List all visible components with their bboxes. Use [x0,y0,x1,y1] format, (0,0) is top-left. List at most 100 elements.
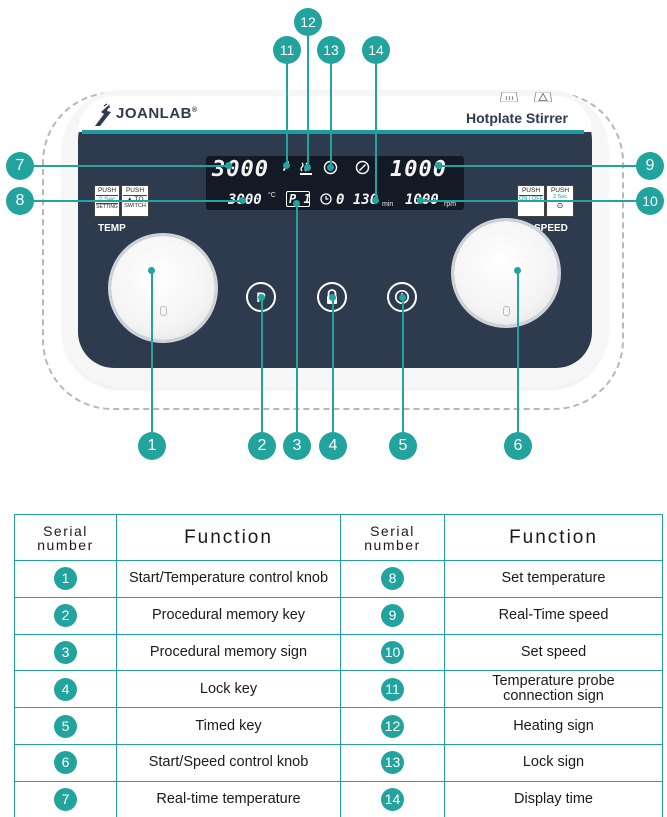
serial-number-cell: 13 [340,743,445,782]
serial-number-badge: 1 [54,567,77,591]
callout-9: 9 [636,152,664,180]
header-accent-line [82,130,584,134]
callout-10: 10 [636,187,664,215]
function-cell: Set speed [444,633,663,672]
leader-line-9 [438,165,638,167]
leader-line-10 [420,200,638,202]
callout-8: 8 [6,187,34,215]
serial-number-badge: 8 [381,567,404,591]
speed-knob-marker [503,306,510,316]
function-cell: Set temperature [444,560,663,598]
serial-number-cell: 3 [14,633,117,672]
set-speed-unit: rpm [444,201,457,208]
function-cell: Procedural memory key [116,596,341,635]
callout-7: 7 [6,152,34,180]
serial-number-cell: 9 [340,596,445,635]
table-row: 5 Timed key 12 Heating sign [14,707,663,745]
temperature-control-knob[interactable] [111,236,215,340]
callout-2: 2 [248,432,276,460]
serial-number-badge: 2 [54,604,77,628]
leader-line-13 [330,62,332,166]
leader-dot-7 [225,162,232,169]
hot-surface-warning-icon [500,92,518,102]
clock-icon [320,193,332,205]
header-function-2: Function [444,514,663,561]
joanlab-logo-icon [95,103,111,126]
leader-line-4 [332,297,334,432]
leader-dot-2 [258,294,265,301]
leader-dot-1 [148,267,155,274]
time-unit: min [382,201,394,208]
stir-sign-icon [355,160,370,175]
callout-6: 6 [504,432,532,460]
function-cell: Start/Temperature control knob [116,560,341,598]
serial-number-cell: 7 [14,780,117,817]
header-serial-number-2: Serial number [340,514,445,561]
serial-number-cell: 2 [14,596,117,635]
header-function: Function [116,514,341,561]
serial-number-badge: 7 [54,788,77,812]
function-cell: Lock sign [444,743,663,782]
serial-number-badge: 12 [381,714,404,738]
callout-3: 3 [283,432,311,460]
serial-number-cell: 14 [340,780,445,817]
leader-line-8 [32,200,242,202]
leader-dot-13 [327,164,334,171]
function-cell: Temperature probe connection sign [444,670,663,709]
panel-header [78,96,592,132]
serial-number-cell: 8 [340,560,445,598]
real-speed-readout: 1000 [390,157,447,182]
leader-line-1 [151,270,153,432]
leader-line-3 [296,203,298,432]
leader-dot-5 [399,294,406,301]
callout-12: 12 [294,8,322,36]
leader-dot-4 [329,294,336,301]
leader-dot-12 [304,164,311,171]
serial-number-cell: 1 [14,560,117,598]
speed-label: SPEED [534,223,568,234]
real-temperature-readout: 3000 [212,157,269,182]
serial-number-badge: 13 [381,751,404,775]
speed-control-knob[interactable] [454,221,558,325]
callout-13: 13 [317,36,345,64]
leader-dot-3 [293,200,300,207]
function-cell: Heating sign [444,707,663,745]
leader-dot-10 [417,197,424,204]
leader-dot-6 [514,267,521,274]
serial-number-cell: 11 [340,670,445,709]
serial-number-badge: 14 [381,788,404,812]
function-cell: Start/Speed control knob [116,743,341,782]
table-header-row: Serial number Function Serial number Fun… [14,514,663,561]
caution-warning-icon [534,92,552,102]
serial-number-cell: 4 [14,670,117,709]
callout-1: 1 [138,432,166,460]
serial-number-cell: 10 [340,633,445,672]
serial-number-badge: 5 [54,714,77,738]
function-cell: Timed key [116,707,341,745]
function-cell: Display time [444,780,663,817]
temp-knob-marker [160,306,167,316]
table-row: 1 Start/Temperature control knob 8 Set temp… [14,560,663,598]
leader-line-5 [402,297,404,432]
callout-5: 5 [389,432,417,460]
leader-dot-11 [283,162,290,169]
set-temperature-unit: °C [268,192,276,199]
display-time-readout: 0 130 [336,192,379,208]
serial-number-cell: 5 [14,707,117,745]
brand-name: JOANLAB® [116,105,198,122]
function-cell: Lock key [116,670,341,709]
product-name: Hotplate Stirrer [466,110,568,126]
serial-number-badge: 11 [381,677,404,701]
serial-number-badge: 3 [54,640,77,664]
function-table: Serial number Function Serial number Fun… [14,514,663,817]
serial-number-cell: 12 [340,707,445,745]
function-cell: Real-time temperature [116,780,341,817]
leader-line-12 [307,34,309,168]
leader-line-7 [32,165,228,167]
leader-line-11 [286,62,288,166]
leader-dot-8 [239,197,246,204]
function-cell: Procedural memory sign [116,633,341,672]
